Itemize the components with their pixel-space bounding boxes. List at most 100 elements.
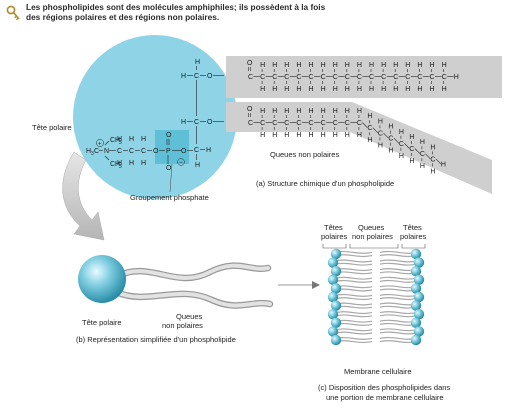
hydrogen-atom: H [321, 132, 326, 139]
carbon-atom: C [420, 151, 425, 158]
hydrogen-atom: H [381, 62, 386, 69]
label-groupement-phosphate: Groupement phosphate [130, 193, 209, 202]
bond-line [404, 143, 410, 149]
hydrogen-atom: H [417, 86, 422, 93]
svg-text:O: O [153, 148, 159, 155]
membrane-head-right [413, 274, 425, 285]
hydrogen-atom: H [272, 108, 277, 115]
membrane-tail-right [379, 314, 417, 318]
membrane-head-right [410, 283, 422, 294]
hydrogen-atom: H [420, 163, 425, 170]
svg-text:CH: CH [110, 137, 120, 144]
hydrogen-atom: H [454, 74, 459, 81]
hydrogen-atom: H [309, 132, 314, 139]
carbon-atom: C [345, 74, 350, 81]
membrane-tail-left [335, 314, 373, 318]
membrane-head-right [413, 326, 425, 337]
carbon-atom: C [393, 74, 398, 81]
membrane-head-right [413, 257, 425, 268]
hydrogen-atom: H [357, 62, 362, 69]
membrane-tail-left [335, 319, 373, 323]
carbon-atom: C [388, 136, 393, 143]
svg-text:C: C [194, 73, 199, 80]
membrane-tail-right [379, 328, 417, 332]
membrane-tail-right [379, 259, 417, 263]
hydrogen-atom: H [367, 113, 372, 120]
hydrogen-atom: H [393, 62, 398, 69]
membrane-head-right [410, 266, 422, 277]
header-line-2: des régions polaires et des régions non … [26, 12, 219, 22]
svg-text:C: C [194, 147, 199, 154]
carbon-atom: C [309, 74, 314, 81]
hydrogen-atom: H [309, 108, 314, 115]
svg-text:−: − [179, 161, 183, 167]
carbon-atom: C [260, 74, 265, 81]
hydrogen-atom: H [345, 62, 350, 69]
membrane-head-left [327, 291, 339, 303]
hydrogen-atom: H [345, 108, 350, 115]
curved-arrow-a-to-b [62, 151, 105, 241]
label-tete-polaire-b: Tête polaire [82, 318, 122, 327]
membrane-head-right [410, 300, 422, 311]
svg-text:3: 3 [119, 164, 122, 170]
hydrogen-atom: H [405, 62, 410, 69]
hydrogen-atom: H [441, 162, 446, 169]
membrane-tail-right [379, 288, 417, 292]
hydrogen-atom: H [260, 86, 265, 93]
hydrogen-atom: H [399, 129, 404, 136]
hydrogen-atom: H [284, 132, 289, 139]
hydrogen-atom: H [405, 86, 410, 93]
hydrogen-atom: H [393, 86, 398, 93]
label-tetes-left-2: polaires [321, 232, 348, 241]
choline-phosphate-group: CH 3 + H 3 C N CH 3 C H H C H H C H H O … [86, 132, 193, 172]
svg-text:H: H [117, 136, 122, 143]
svg-text:H: H [181, 119, 186, 126]
membrane-tail-right [379, 297, 417, 301]
carbon-atom: C [333, 74, 338, 81]
bond-line [414, 148, 421, 154]
membrane-tail-right [379, 331, 417, 335]
membrane-head-left [330, 317, 342, 328]
carbon-atom: C [333, 120, 338, 127]
carbon-atom: C [430, 74, 435, 81]
glycerol-backbone: H C O H H C O C H H [181, 59, 224, 169]
key-icon [6, 5, 20, 21]
svg-text:H: H [206, 147, 211, 154]
svg-text:O: O [207, 119, 213, 126]
membrane-tail-left [335, 322, 373, 326]
carbon-atom: C [399, 141, 404, 148]
carbon-atom: C [345, 120, 350, 127]
header-line-1: Les phospholipides sont des molécules am… [26, 2, 326, 12]
hydrogen-atom: H [260, 132, 265, 139]
svg-text:O: O [181, 148, 187, 155]
hydrogen-atom: H [357, 132, 362, 139]
carbon-atom: C [309, 120, 314, 127]
bond-line [435, 158, 442, 165]
membrane-head-right [410, 248, 422, 260]
bond-line [393, 137, 400, 144]
svg-text:H: H [86, 148, 91, 155]
hydrogen-atom: H [296, 62, 301, 69]
label-tetes-right-1: Têtes [403, 223, 422, 232]
caption-c-line2: une portion de membrane cellulaire [326, 393, 444, 402]
hydrogen-atom: H [321, 86, 326, 93]
hydrogen-atom: H [430, 86, 435, 93]
membrane-head-right [413, 291, 425, 303]
carbon-atom: C [272, 120, 277, 127]
hydrogen-atom: H [296, 86, 301, 93]
membrane-tail-right [379, 340, 417, 344]
hydrogen-atom: H [333, 108, 338, 115]
hydrogen-atom: H [357, 86, 362, 93]
membrane-head-left [330, 334, 342, 346]
svg-text:H: H [129, 136, 134, 143]
membrane-tail-right [379, 305, 417, 309]
membrane-tail-left [335, 331, 373, 335]
membrane-head-left [330, 266, 342, 277]
carbon-atom: C [357, 74, 362, 81]
svg-text:C: C [141, 148, 146, 155]
hydrogen-atom: H [345, 132, 350, 139]
svg-text:3: 3 [119, 140, 122, 146]
membrane-tail-right [379, 319, 417, 323]
